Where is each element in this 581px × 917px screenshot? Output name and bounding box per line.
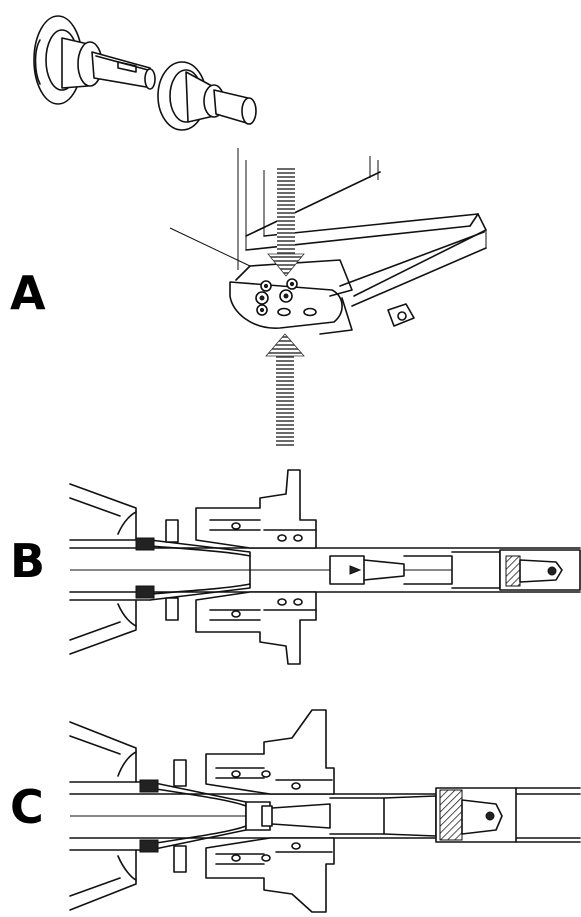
label-a: A bbox=[10, 266, 46, 320]
diagram-a-frame-plate bbox=[169, 148, 487, 446]
diagram-b-cross-section bbox=[69, 469, 581, 665]
shaft-and-cone-illustration bbox=[33, 15, 257, 131]
label-b: B bbox=[10, 534, 46, 588]
diagram-c-cross-section bbox=[69, 709, 581, 913]
label-c: C bbox=[10, 780, 44, 834]
